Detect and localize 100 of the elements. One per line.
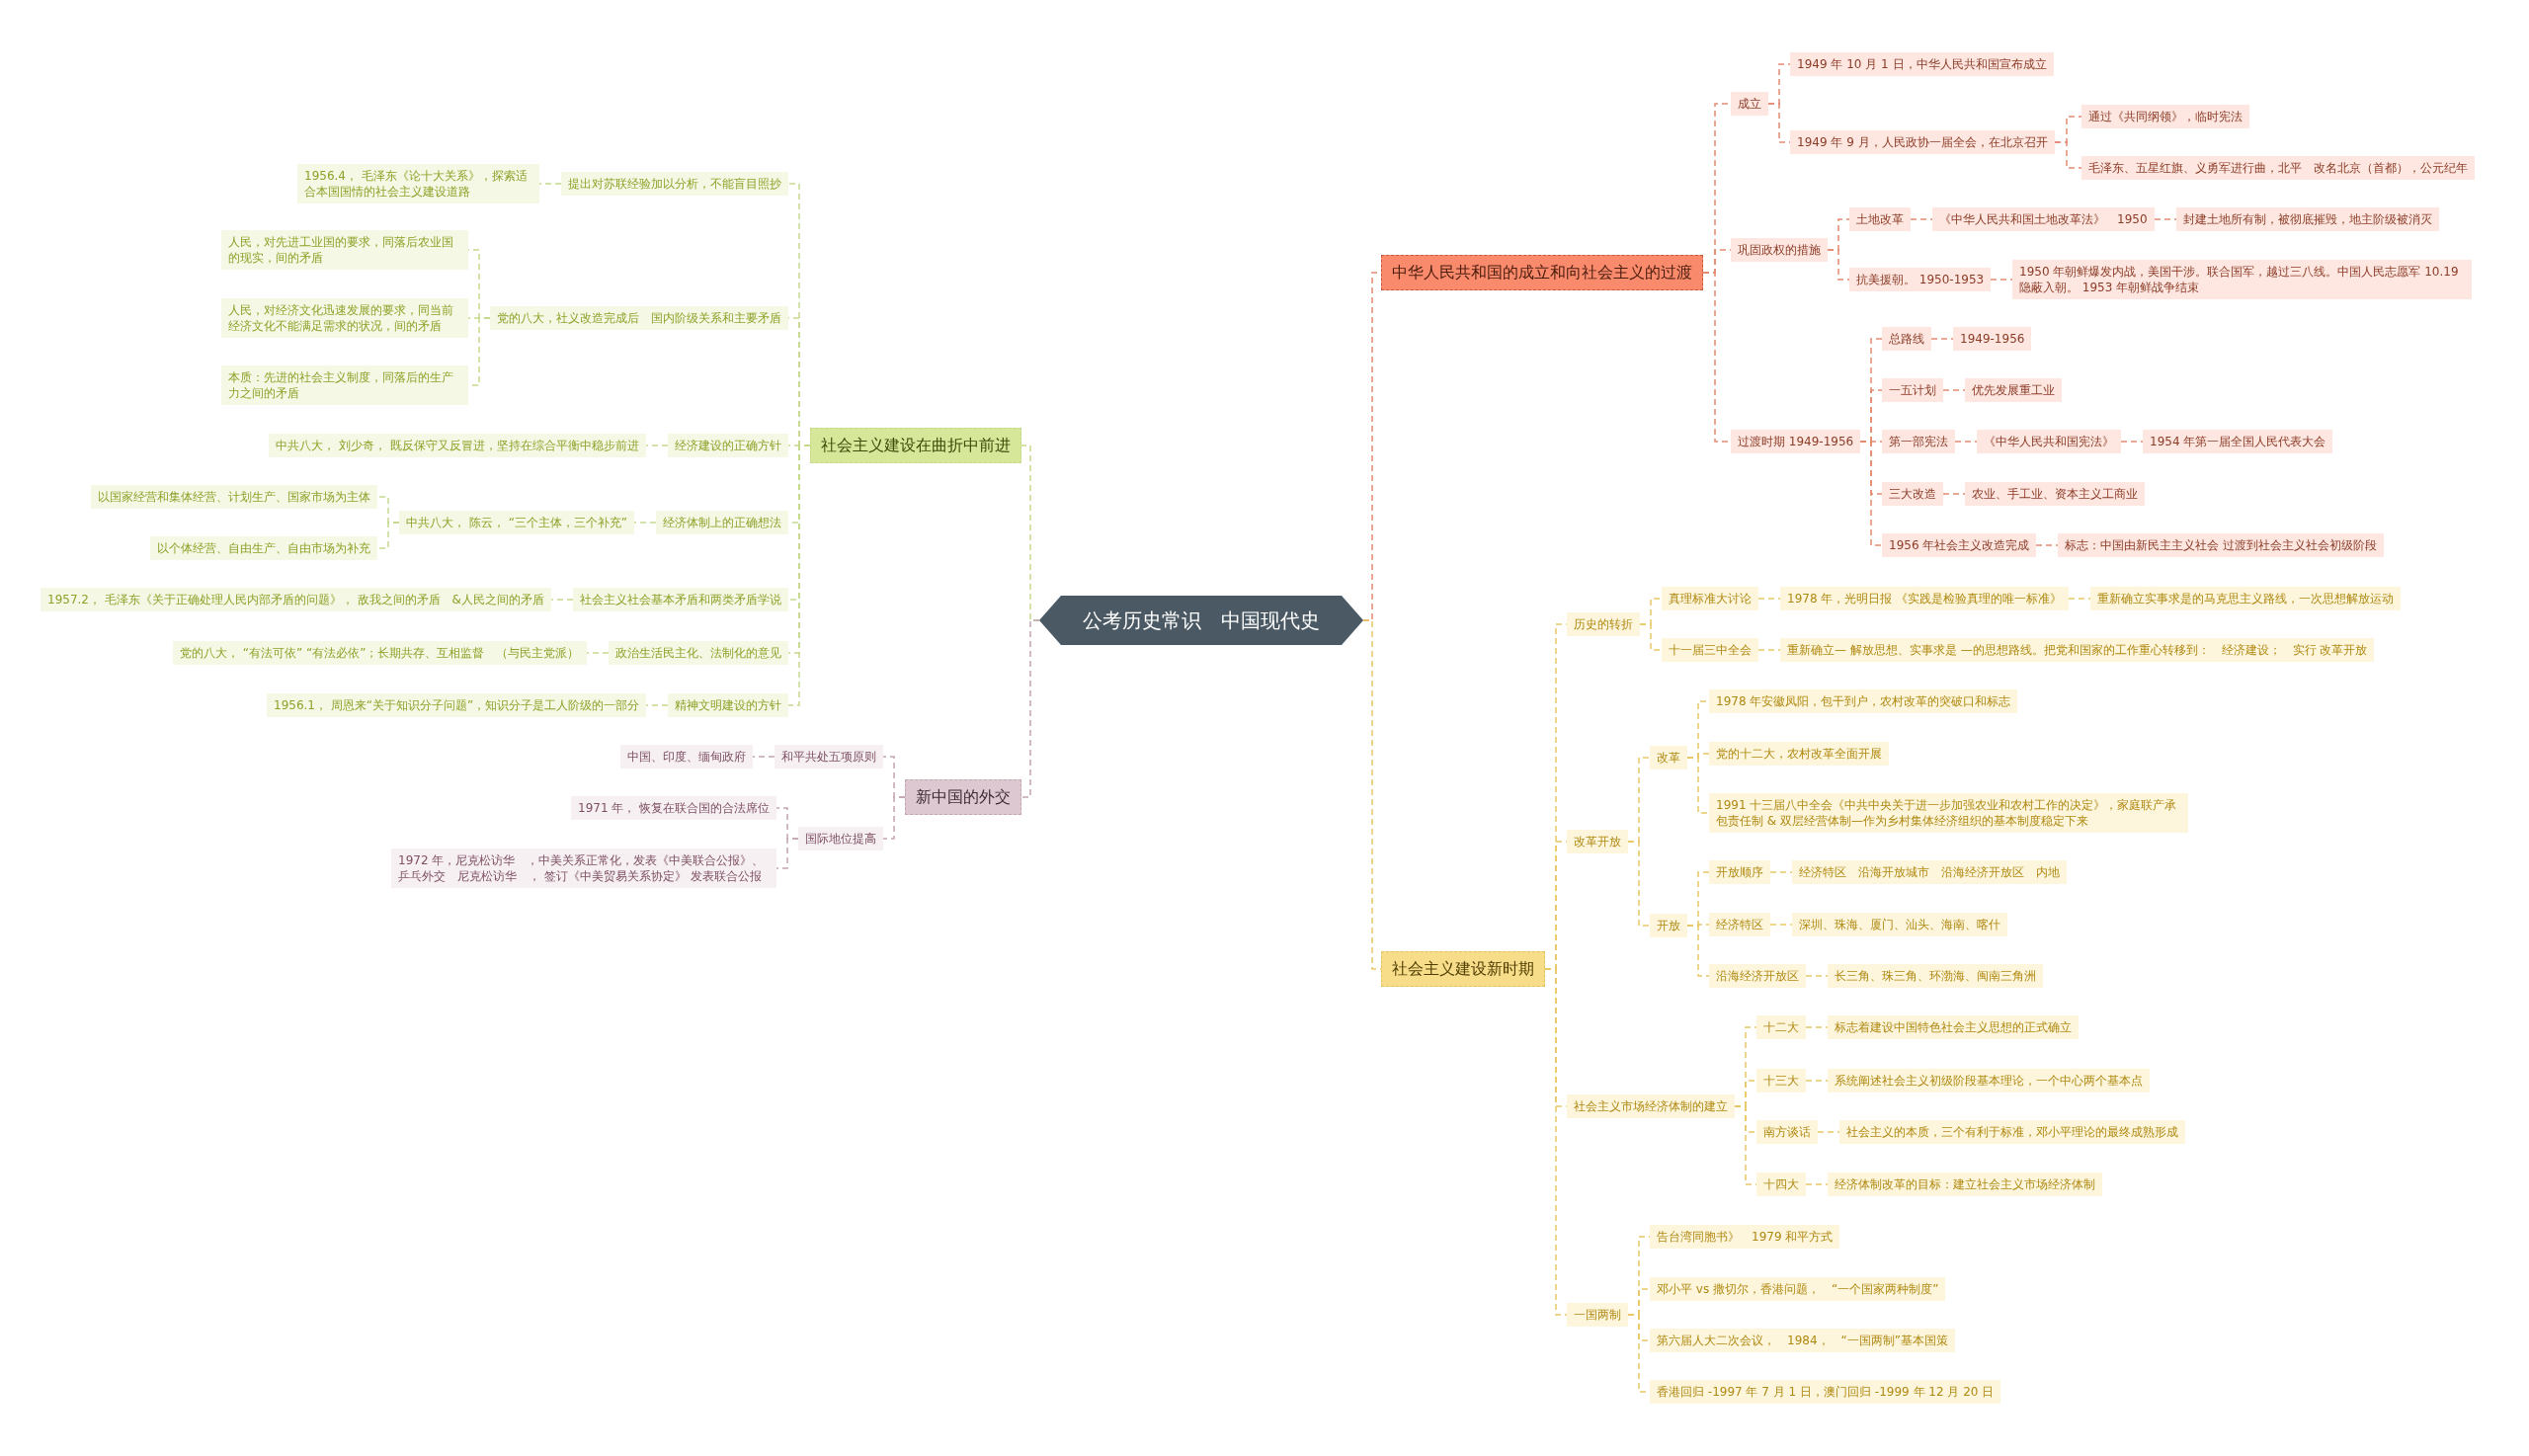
subtopic-label: 经济体制上的正确想法 [656, 511, 788, 534]
branch-topic: 社会主义建设在曲折中前进 [810, 428, 1021, 463]
subtopic-label: 长三角、珠三角、环渤海、闽南三角洲 [1828, 964, 2043, 988]
subtopic-label: 人民，对经济文化迅速发展的要求，同当前经济文化不能满足需求的状况，间的矛盾 [221, 298, 468, 338]
subtopic-label: 改革开放 [1567, 830, 1628, 853]
subtopic-label: 1956.4， 毛泽东《论十大关系》，探索适合本国国情的社会主义建设道路 [297, 164, 539, 203]
subtopic-label: 邓小平 vs 撒切尔，香港问题， “一个国家两种制度” [1650, 1277, 1946, 1301]
connector-line [1020, 619, 1040, 798]
subtopic-label: 优先发展重工业 [1965, 378, 2062, 402]
subtopic-label: 重新确立实事求是的马克思主义路线，一次思想解放运动 [2090, 587, 2401, 610]
subtopic-label: 十四大 [1756, 1173, 1806, 1196]
subtopic-label: 1971 年， 恢复在联合国的合法席位 [571, 796, 777, 820]
subtopic-label: 真理标准大讨论 [1662, 587, 1758, 610]
subtopic-label: 1956.1， 周恩来“关于知识分子问题”，知识分子是工人阶级的一部分 [267, 693, 647, 717]
subtopic-label: 改革 [1650, 746, 1687, 769]
subtopic-label: 1949-1956 [1953, 327, 2032, 351]
subtopic-label: 1957.2， 毛泽东《关于正确处理人民内部矛盾的问题》， 敌我之间的矛盾 &人民之间的矛盾 [41, 588, 551, 611]
subtopic-label: 以国家经营和集体经营、计划生产、国家市场为主体 [91, 485, 377, 509]
connector-line [787, 445, 811, 706]
connector-line [1954, 441, 1978, 443]
subtopic-label: 中国、印度、缅甸政府 [620, 745, 753, 768]
subtopic-label: 土地改革 [1849, 207, 1911, 231]
connector-line [2068, 598, 2091, 600]
subtopic-label: 十二大 [1756, 1015, 1806, 1039]
subtopic-label: 历史的转折 [1567, 612, 1640, 636]
subtopic-label: 经济特区 沿海开放城市 沿海经济开放区 内地 [1792, 860, 2067, 884]
subtopic-label: 1954 年第一届全国人民代表大会 [2143, 430, 2333, 453]
connector-line [1757, 598, 1781, 600]
connector-line [1757, 649, 1781, 651]
subtopic-label: 《中华人民共和国宪法》 [1977, 430, 2121, 453]
subtopic-label: 深圳、珠海、厦门、汕头、海南、喀什 [1792, 913, 2007, 936]
subtopic-label: 1972 年，尼克松访华 ，中美关系正常化，发表《中美联合公报》、乒乓外交 尼克松访华 ， 签订《中美贸易关系协定》 发表联合公报 [391, 849, 776, 888]
subtopic-label: 一国两制 [1567, 1303, 1628, 1327]
subtopic-label: 精神文明建设的方针 [668, 693, 788, 717]
subtopic-label: 巩固政权的措施 [1731, 238, 1828, 262]
connector-line [1686, 925, 1710, 977]
subtopic-label: 第一部宪法 [1882, 430, 1955, 453]
subtopic-label: 重新确立— 解放思想、实事求是 —的思想路线。把党和国家的工作重心转移到： 经济建设； 实行 改革开放 [1780, 638, 2375, 662]
subtopic-label: 社会主义的本质，三个有利于标准，邓小平理论的最终成熟形成 [1839, 1120, 2185, 1144]
subtopic-label: 中共八大， 刘少奇， 既反保守又反冒进，坚持在综合平衡中稳步前进 [269, 434, 646, 457]
subtopic-label: 标志着建设中国特色社会主义思想的正式确立 [1828, 1015, 2079, 1039]
connector-line [1639, 623, 1663, 651]
connector-line [1942, 389, 1966, 391]
connector-line [538, 183, 562, 185]
subtopic-label: 提出对苏联经验加以分析，不能盲目照抄 [561, 172, 788, 196]
subtopic-label: 一五计划 [1882, 378, 1943, 402]
branch-topic: 中华人民共和国的成立和向社会主义的过渡 [1381, 255, 1703, 290]
subtopic-label: 1978 年安徽凤阳，包干到户，农村改革的突破口和标志 [1709, 689, 2018, 713]
subtopic-label: 香港回归 -1997 年 7 月 1 日，澳门回归 -1999 年 12 月 20 日 [1650, 1380, 2001, 1404]
subtopic-label: 系统阐述社会主义初级阶段基本理论，一个中心两个基本点 [1828, 1069, 2150, 1092]
subtopic-label: 开放 [1650, 914, 1687, 937]
subtopic-label: 开放顺序 [1709, 860, 1770, 884]
connector-line [550, 599, 574, 601]
subtopic-label: 十一届三中全会 [1662, 638, 1758, 662]
subtopic-label: 中共八大， 陈云， “三个主体，三个补充” [399, 511, 635, 534]
connector-line [752, 756, 775, 758]
connector-line [1859, 441, 1883, 546]
subtopic-label: 成立 [1731, 92, 1768, 116]
subtopic-label: 党的八大， “有法可依” “有法必依”；长期共存、互相监督 （与民主党派） [173, 641, 587, 665]
connector-line [1942, 493, 1966, 495]
subtopic-label: 十三大 [1756, 1069, 1806, 1092]
subtopic-label: 沿海经济开放区 [1709, 964, 1806, 988]
connector-line [1686, 757, 1710, 814]
connector-line [1769, 871, 1793, 873]
subtopic-label: 1949 年 10 月 1 日，中华人民共和国宣布成立 [1790, 52, 2054, 76]
subtopic-label: 国际地位提高 [798, 827, 883, 850]
connector-line [775, 838, 799, 869]
subtopic-label: 抗美援朝。 1950-1953 [1849, 268, 1992, 291]
connector-line [2154, 218, 2177, 220]
subtopic-label: 社会主义市场经济体制的建立 [1567, 1094, 1735, 1118]
subtopic-label: 党的八大，社义改造完成后 国内阶级关系和主要矛盾 [490, 306, 788, 330]
connector-line [1930, 338, 1954, 340]
connector-line [586, 652, 610, 654]
connector-line [1990, 279, 2013, 281]
subtopic-label: 第六届人大二次会议， 1984， “一国两制”基本国策 [1650, 1329, 1955, 1352]
subtopic-label: 1991 十三届八中全会《中共中央关于进一步加强农业和农村工作的决定》，家庭联产承包责任制 & 双层经营体制—作为乡村集体经济组织的基本制度稳定下来 [1709, 793, 2188, 833]
connector-line [1627, 841, 1651, 927]
subtopic-label: 人民，对先进工业国的要求，同落后农业国的现实，间的矛盾 [221, 230, 468, 270]
subtopic-label: 告台湾同胞书》 1979 和平方式 [1650, 1225, 1840, 1249]
subtopic-label: 1956 年社会主义改造完成 [1882, 533, 2037, 557]
subtopic-label: 标志：中国由新民主主义社会 过渡到社会主义社会初级阶段 [2058, 533, 2384, 557]
connector-line [2035, 544, 2059, 546]
subtopic-label: 党的十二大，农村改革全面开展 [1709, 742, 1889, 766]
subtopic-label: 南方谈话 [1756, 1120, 1818, 1144]
subtopic-label: 封建土地所有制，被彻底摧毁，地主阶级被消灭 [2176, 207, 2439, 231]
connector-line [882, 796, 906, 840]
subtopic-label: 政治生活民主化、法制化的意见 [609, 641, 788, 665]
connector-line [645, 704, 669, 706]
subtopic-label: 社会主义社会基本矛盾和两类矛盾学说 [573, 588, 788, 611]
connector-line [1805, 975, 1829, 977]
branch-topic: 新中国的外交 [905, 779, 1021, 815]
connector-line [633, 522, 657, 524]
branch-topic: 社会主义建设新时期 [1381, 951, 1545, 987]
subtopic-label: 总路线 [1882, 327, 1931, 351]
connector-line [1827, 249, 1850, 281]
connector-line [1805, 1026, 1829, 1028]
subtopic-label: 1950 年朝鲜爆发内战，美国干涉。联合国军，越过三八线。中国人民志愿军 10.19 隐蔽入朝。 1953 年朝鲜战争结束 [2012, 260, 2472, 299]
connector-line [376, 522, 400, 549]
connector-line [2120, 441, 2144, 443]
subtopic-label: 《中华人民共和国土地改革法》 1950 [1932, 207, 2155, 231]
